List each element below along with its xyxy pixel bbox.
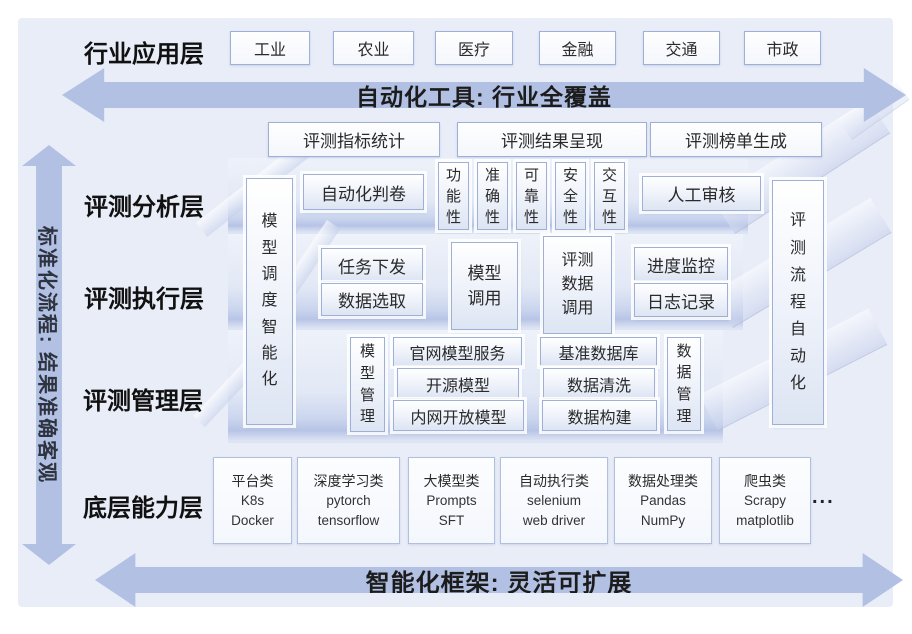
- progress-monitor-box: 进度监控: [634, 247, 728, 281]
- manual-review-box: 人工审核: [642, 176, 761, 211]
- model-management-spine: 模型管理: [350, 337, 385, 432]
- model-call-box: 模型 调用: [451, 242, 518, 330]
- industry-box-shizheng: 市政: [744, 31, 821, 65]
- intranet-open-model-box: 内网开放模型: [393, 400, 524, 431]
- eval-data-call-box: 评测 数据 调用: [543, 236, 612, 334]
- capability-platform-box: 平台类 K8s Docker: [213, 457, 292, 544]
- bottom-arrow-label: 智能化框架: 灵活可扩展: [365, 569, 633, 597]
- quality-safety-text: 安全性: [562, 166, 578, 226]
- capability-crawler-line1: Scrapy: [743, 492, 787, 508]
- capability-automation-line1: selenium: [526, 492, 582, 508]
- management-layer-label: 评测管理层: [83, 388, 203, 415]
- analysis-layer-label: 评测分析层: [84, 194, 204, 221]
- capability-dataprocessing-line2: NumPy: [640, 512, 686, 528]
- log-record-box: 日志记录: [634, 283, 728, 317]
- capability-platform-title: 平台类: [231, 472, 274, 489]
- result-presentation-box: 评测结果呈现: [457, 122, 647, 157]
- leaderboard-generation-box: 评测榜单生成: [650, 122, 822, 157]
- data-management-spine: 数据管理: [667, 337, 701, 431]
- capability-automation-title: 自动执行类: [519, 472, 589, 489]
- data-management-text: 数据管理: [676, 342, 692, 425]
- eval-pipeline-text: 评测流程自动化: [789, 212, 806, 393]
- quality-accuracy-text: 准确性: [484, 166, 500, 226]
- base-layer-label: 底层能力层: [83, 495, 203, 522]
- capability-llm-box: 大模型类 Prompts SFT: [408, 457, 495, 544]
- industry-box-jinrong: 金融: [539, 31, 616, 65]
- more-capabilities-ellipsis: ...: [812, 486, 835, 508]
- industry-box-jiaotong: 交通: [643, 31, 720, 65]
- capability-llm-line2: SFT: [438, 512, 465, 528]
- task-dispatch-box: 任务下发: [321, 248, 423, 282]
- capability-dataprocessing-box: 数据处理类 Pandas NumPy: [614, 457, 712, 544]
- model-scheduling-text: 模型调度智能化: [261, 213, 278, 389]
- capability-platform-line2: Docker: [231, 512, 274, 528]
- data-select-box: 数据选取: [321, 283, 423, 316]
- capability-llm-title: 大模型类: [423, 472, 480, 489]
- quality-safety-box: 安全性: [555, 162, 586, 230]
- quality-reliability-text: 可靠性: [523, 166, 539, 226]
- open-source-model-box: 开源模型: [397, 368, 519, 399]
- industry-box-nongye: 农业: [333, 31, 414, 65]
- quality-interactivity-text: 交互性: [601, 166, 617, 226]
- quality-functionality-box: 功能性: [438, 162, 469, 230]
- top-arrow-label: 自动化工具: 行业全覆盖: [355, 84, 613, 110]
- quality-functionality-text: 功能性: [445, 166, 461, 226]
- capability-automation-box: 自动执行类 selenium web driver: [500, 457, 608, 544]
- capability-llm-line1: Prompts: [426, 492, 477, 508]
- capability-deeplearning-title: 深度学习类: [313, 472, 384, 489]
- auto-grading-box: 自动化判卷: [303, 174, 424, 210]
- capability-platform-line1: K8s: [240, 492, 265, 508]
- quality-interactivity-box: 交互性: [594, 162, 625, 230]
- eval-pipeline-spine: 评测流程自动化: [772, 180, 824, 425]
- capability-automation-line2: web driver: [522, 512, 586, 528]
- capability-crawler-title: 爬虫类: [744, 472, 786, 489]
- capability-crawler-box: 爬虫类 Scrapy matplotlib: [719, 457, 811, 544]
- capability-deeplearning-line1: pytorch: [326, 492, 371, 508]
- quality-reliability-box: 可靠性: [516, 162, 547, 230]
- industry-box-gongye: 工业: [230, 31, 310, 65]
- industry-box-yiliao: 医疗: [435, 31, 513, 65]
- model-management-text: 模型管理: [359, 343, 375, 426]
- capability-dataprocessing-line1: Pandas: [640, 492, 686, 508]
- metrics-statistics-box: 评测指标统计: [268, 122, 440, 157]
- data-cleaning-box: 数据清洗: [543, 368, 655, 399]
- data-construction-box: 数据构建: [542, 400, 657, 431]
- left-arrow-label: 标准化流程: 结果准确客观: [35, 225, 58, 485]
- capability-crawler-line2: matplotlib: [736, 512, 794, 528]
- quality-accuracy-box: 准确性: [477, 162, 508, 230]
- official-model-service-box: 官网模型服务: [393, 337, 522, 366]
- capability-deeplearning-line2: tensorflow: [317, 512, 380, 528]
- capability-deeplearning-box: 深度学习类 pytorch tensorflow: [297, 457, 400, 544]
- capability-dataprocessing-title: 数据处理类: [628, 472, 698, 489]
- industry-layer-label: 行业应用层: [84, 41, 204, 68]
- benchmark-database-box: 基准数据库: [540, 337, 657, 366]
- execution-layer-label: 评测执行层: [84, 286, 204, 313]
- model-scheduling-spine: 模型调度智能化: [246, 178, 293, 425]
